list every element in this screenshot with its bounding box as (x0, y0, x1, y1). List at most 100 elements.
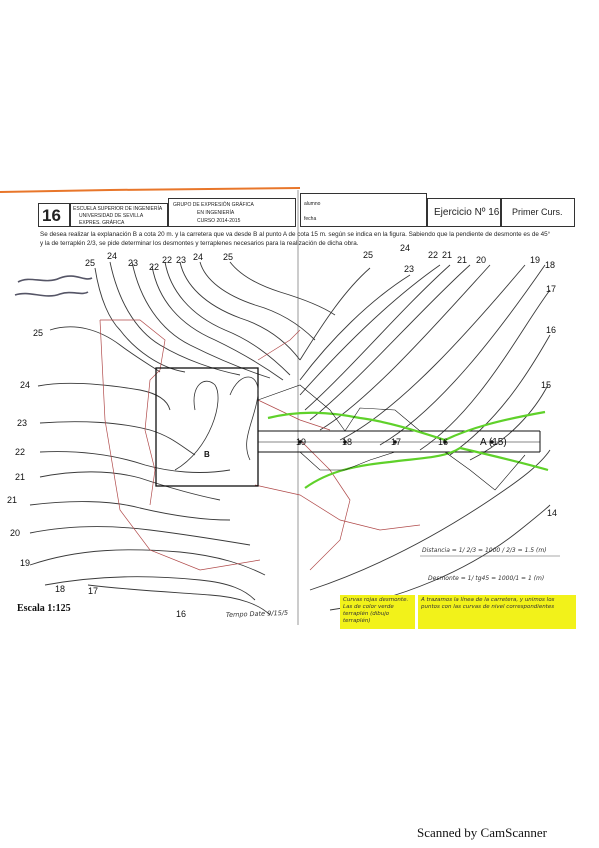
contour-line (131, 261, 271, 379)
contour-label: 22 (15, 447, 25, 457)
contour-label: 25 (363, 250, 373, 260)
statement-line2: y la de terraplén 2/3, se pide determina… (40, 240, 359, 247)
scanner-watermark: Scanned by CamScanner (417, 825, 547, 840)
contour-line (109, 261, 241, 376)
projection-line (344, 407, 421, 432)
road-point-markers (298, 440, 494, 444)
contour-label: 17 (546, 284, 556, 294)
cut-boundary-line (257, 329, 301, 361)
contour-label: 25 (223, 252, 233, 262)
contour-line (29, 549, 266, 576)
cut-boundary-line (254, 484, 421, 531)
school-box: ESCUELA SUPERIOR DE INGENIERÍA UNIVERSID… (70, 203, 168, 227)
contour-label: 23 (176, 255, 186, 265)
contour-line (29, 526, 251, 546)
note-cut-fill-colors: Curvas rojas desmonte. Las de color verd… (340, 595, 415, 629)
contour-label: 24 (193, 252, 203, 262)
contour-label: 25 (33, 328, 43, 338)
projection-line (299, 451, 396, 471)
contour-label: 17 (88, 586, 98, 596)
handwritten-scribble (14, 275, 93, 297)
contour-label: 23 (128, 258, 138, 268)
note-road-procedure-text: A trazamos la línea de la carretera, y u… (421, 597, 555, 610)
note-cut-fill-colors-text: Curvas rojas desmonte. Las de color verd… (343, 597, 409, 624)
road-point-marker (490, 440, 494, 444)
formula-terraplen: Distancia = 1/ 2/3 = 1000 / 2/3 = 1.5 (m… (422, 547, 547, 554)
contour-line (299, 264, 441, 396)
contour-label: 24 (400, 243, 410, 253)
contour-line (299, 267, 371, 361)
cut-lines-red (99, 319, 421, 571)
contour-label: 18 (545, 260, 555, 270)
contour-label: 24 (20, 380, 30, 390)
dept-line3: CURSO 2014-2015 (197, 218, 241, 224)
field-fecha: fecha (304, 216, 317, 222)
contour-label: 16 (176, 609, 186, 619)
contour-label: 20 (476, 255, 486, 265)
contour-label: 15 (541, 380, 551, 390)
contour-label: 24 (107, 251, 117, 261)
contour-line (419, 289, 551, 451)
contour-line (179, 261, 301, 361)
student-box: alumno fecha (300, 193, 427, 227)
note-road-procedure: A trazamos la línea de la carretera, y u… (418, 595, 576, 629)
contour-label: 16 (546, 325, 556, 335)
school-line1: ESCUELA SUPERIOR DE INGENIERÍA (73, 206, 163, 212)
contour-line (49, 326, 161, 373)
contour-line (39, 471, 221, 501)
contour-line (37, 382, 171, 411)
contour-line (39, 451, 231, 473)
road-projection-lines (257, 384, 526, 491)
contour-line (309, 449, 551, 591)
contour-label: 23 (17, 418, 27, 428)
road-point-marker (298, 440, 302, 444)
contour-label: 21 (457, 255, 467, 265)
contour-label: 19 (530, 255, 540, 265)
contour-label: 19 (20, 558, 30, 568)
scale-label: Escala 1:125 (17, 603, 71, 614)
school-line2: UNIVERSIDAD DE SEVILLA (79, 213, 144, 219)
contour-label: 22 (428, 250, 438, 260)
contour-label: 21 (15, 472, 25, 482)
road-point-marker (343, 440, 347, 444)
contour-label: 22 (162, 255, 172, 265)
cut-boundary-line (99, 319, 261, 571)
contour-label: 20 (10, 528, 20, 538)
road-label-a: A (15) (480, 437, 507, 448)
contour-label: 23 (404, 264, 414, 274)
dept-box: GRUPO DE EXPRESIÓN GRÁFICA EN INGENIERÍA… (168, 198, 296, 227)
projection-line (257, 384, 346, 432)
course-label: Primer Curs. (512, 207, 563, 217)
road-label-19: 19 (296, 437, 306, 447)
road-point-marker (443, 440, 447, 444)
platform-b (155, 367, 259, 487)
contour-line (44, 576, 256, 601)
logo-number: 16 (42, 206, 61, 225)
contour-line (304, 264, 451, 411)
platform-label-b: B (204, 450, 210, 459)
contour-line (299, 274, 411, 381)
contour-label: 18 (55, 584, 65, 594)
road-label-17: 17 (391, 437, 401, 447)
road-label-18: 18 (342, 437, 352, 447)
platform-inner-curve (229, 376, 259, 461)
statement-line1: Se desea realizar la explanación B a cot… (40, 231, 551, 238)
orange-paper-edge (0, 187, 301, 193)
contour-label: 22 (149, 262, 159, 272)
contour-label: 21 (7, 495, 17, 505)
contour-line (94, 267, 186, 373)
cut-boundary-line (299, 439, 351, 571)
contour-line (379, 264, 546, 446)
fill-boundary-line (267, 410, 546, 442)
contour-line (29, 501, 231, 521)
projection-line (444, 451, 526, 491)
contour-label: 25 (85, 258, 95, 268)
contour-line (319, 264, 491, 431)
platform-inner-curve (174, 380, 219, 471)
fill-boundary-line (304, 446, 549, 489)
contour-line (469, 384, 549, 461)
formula-desmonte: Desmonte = 1/ tg45 = 1000/1 = 1 (m) (428, 575, 544, 582)
cut-boundary-line (144, 369, 161, 506)
